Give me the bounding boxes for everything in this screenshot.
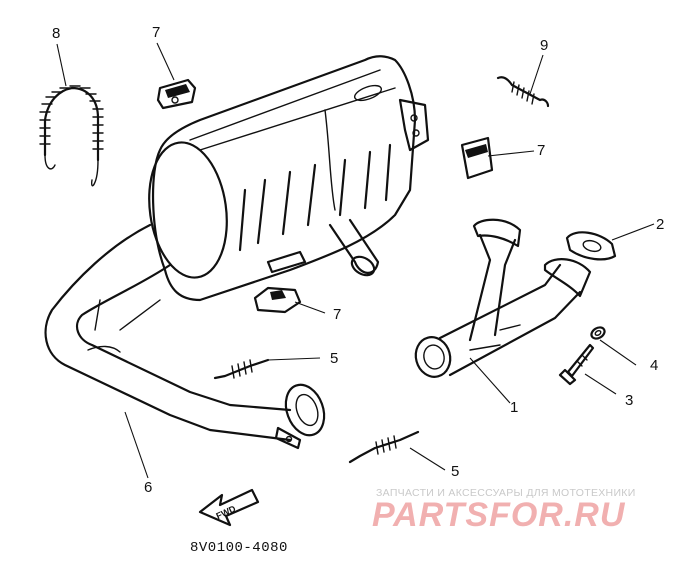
watermark-brand: PARTSFOR.RU — [372, 496, 626, 534]
spring-9 — [496, 76, 550, 108]
spring-8 — [39, 85, 104, 187]
spring-5-upper — [213, 358, 270, 380]
callout-6: 6 — [144, 479, 152, 496]
drawing-code: 8V0100-4080 — [190, 540, 288, 556]
callout-3: 3 — [625, 392, 633, 409]
exhaust-pipe-6 — [44, 223, 326, 450]
callout-5-upper: 5 — [330, 350, 338, 367]
gasket-2 — [565, 231, 617, 261]
callout-7-right: 7 — [537, 142, 545, 159]
forward-arrow-icon: FWD — [198, 488, 260, 527]
leader-lines — [56, 42, 655, 479]
callout-numbers: 8 7 9 7 2 7 5 4 3 1 5 6 — [52, 24, 664, 496]
callout-1: 1 — [510, 399, 518, 416]
damper-7-lower — [253, 286, 302, 314]
callout-2: 2 — [656, 216, 664, 233]
callout-9: 9 — [540, 37, 548, 54]
callout-7-lower: 7 — [333, 306, 341, 323]
callout-5-lower: 5 — [451, 463, 459, 480]
exhaust-pipe-1 — [414, 218, 592, 378]
callout-4: 4 — [650, 357, 658, 374]
spring-5-lower — [348, 430, 420, 464]
callout-7-top: 7 — [152, 24, 160, 41]
damper-7-right — [460, 136, 494, 180]
damper-7-top — [156, 78, 197, 110]
bolt-3 — [558, 343, 595, 386]
washer-4 — [590, 326, 606, 340]
callout-8: 8 — [52, 25, 60, 42]
watermark-tagline: ЗАПЧАСТИ И АКСЕССУАРЫ ДЛЯ МОТОТЕХНИКИ — [376, 487, 636, 499]
muffler — [148, 55, 430, 302]
